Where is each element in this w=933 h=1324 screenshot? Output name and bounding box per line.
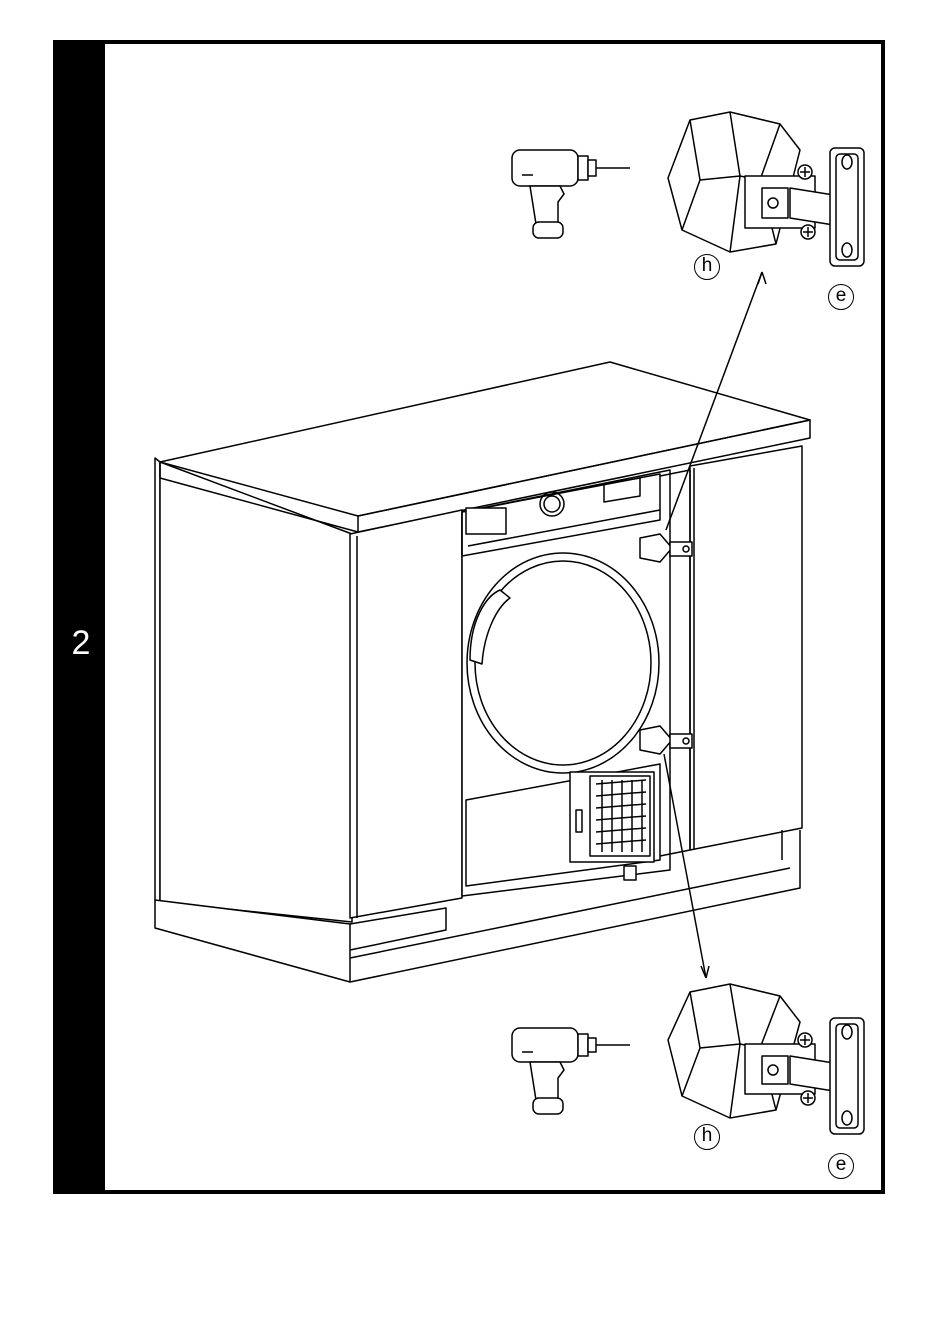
hinge-icon: [668, 984, 864, 1134]
drill-icon: [512, 150, 630, 238]
drill-icon: [512, 1028, 630, 1114]
hinge-icon: [668, 112, 864, 266]
callout-h-top: h: [694, 254, 720, 280]
callout-e-bottom: e: [828, 1153, 854, 1179]
washer-dryer-icon: [462, 470, 692, 896]
callout-h-bottom: h: [694, 1124, 720, 1150]
callout-e-top: e: [828, 284, 854, 310]
